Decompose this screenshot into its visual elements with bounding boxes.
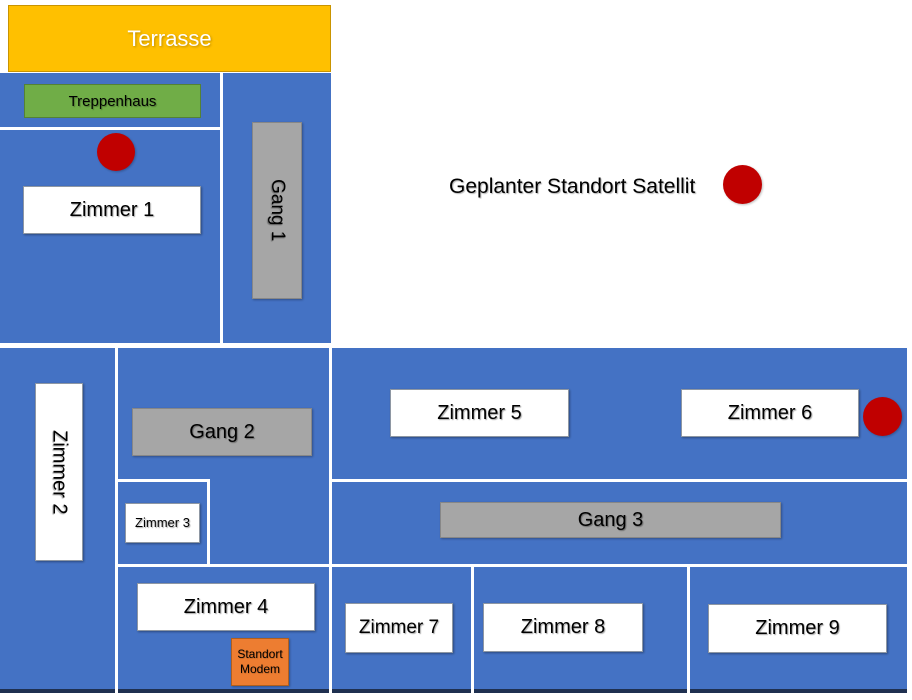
terrace-label: Terrasse — [127, 25, 212, 51]
corridor-label-gang-1: Gang 1 — [252, 122, 302, 299]
terrace-area: Terrasse — [8, 5, 331, 72]
room-text: Zimmer 1 — [69, 198, 155, 221]
wall-divider — [329, 479, 907, 482]
room-text: Zimmer 8 — [520, 616, 606, 638]
corridor-text: Gang 2 — [189, 420, 255, 443]
stairwell-text: Treppenhaus — [68, 92, 157, 110]
room-text: Zimmer 7 — [358, 617, 440, 639]
corridor-text: Gang 1 — [267, 179, 288, 242]
upper-wing-area: Treppenhaus Zimmer 1 Gang 1 — [0, 73, 331, 343]
room-label-zimmer-2: Zimmer 2 — [35, 383, 83, 561]
room-text: Zimmer 2 — [48, 429, 71, 515]
room-label-zimmer-9: Zimmer 9 — [708, 604, 887, 653]
room-label-zimmer-4: Zimmer 4 — [137, 583, 315, 631]
corridor-label-gang-2: Gang 2 — [132, 408, 312, 456]
wall-divider — [329, 348, 332, 693]
wall-divider — [687, 564, 690, 693]
modem-location-label: Standort Modem — [231, 638, 289, 686]
room-label-zimmer-3: Zimmer 3 — [125, 503, 200, 543]
wall-divider — [115, 479, 210, 482]
room-text: Zimmer 9 — [755, 617, 840, 639]
lower-wing-area: Zimmer 2 Gang 2 Zimmer 3 Zimmer 4 Stando… — [0, 348, 907, 693]
corridor-text: Gang 3 — [577, 508, 644, 531]
room-label-zimmer-1: Zimmer 1 — [23, 186, 201, 234]
wall-divider — [115, 564, 907, 567]
room-text: Zimmer 5 — [437, 401, 522, 424]
legend-text: Geplanter Standort Satellit — [449, 175, 696, 198]
room-label-zimmer-6: Zimmer 6 — [681, 389, 859, 437]
wall-divider — [471, 564, 474, 693]
modem-text: Standort Modem — [237, 647, 283, 676]
corridor-label-gang-3: Gang 3 — [440, 502, 781, 538]
wall-divider — [115, 348, 118, 693]
wall-divider — [0, 127, 222, 130]
stairwell-label: Treppenhaus — [24, 84, 201, 118]
room-label-zimmer-7: Zimmer 7 — [345, 603, 453, 653]
room-label-zimmer-5: Zimmer 5 — [390, 389, 569, 437]
room-text: Zimmer 6 — [727, 401, 813, 424]
room-text: Zimmer 3 — [135, 514, 190, 530]
wall-divider — [207, 479, 210, 567]
satellite-marker-3 — [863, 397, 902, 436]
wall-divider — [220, 73, 223, 343]
satellite-marker-2 — [723, 165, 762, 204]
room-label-zimmer-8: Zimmer 8 — [483, 603, 643, 652]
satellite-marker-1 — [97, 133, 135, 171]
room-text: Zimmer 4 — [183, 595, 269, 618]
